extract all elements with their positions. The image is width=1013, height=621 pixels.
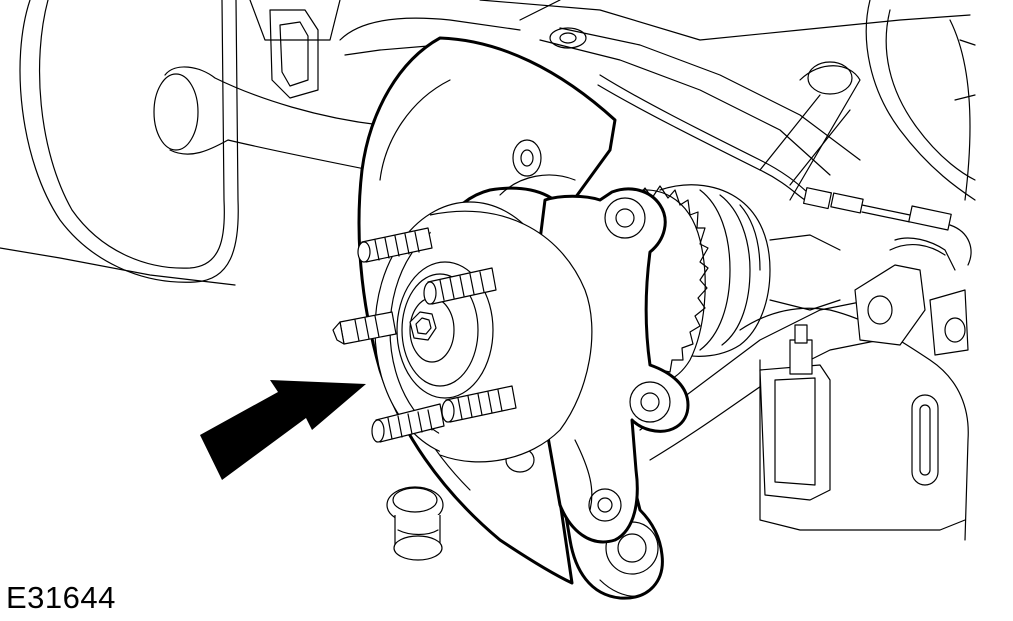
wheel-studs [332,227,517,443]
abs-sensor-cable [597,74,972,271]
suspension-arm [639,243,969,541]
figure-id-label: E31644 [6,580,116,615]
drive-shaft [659,184,841,357]
lower-bolt [386,486,444,561]
background-parts [0,0,976,286]
pointer-arrow [200,380,366,480]
